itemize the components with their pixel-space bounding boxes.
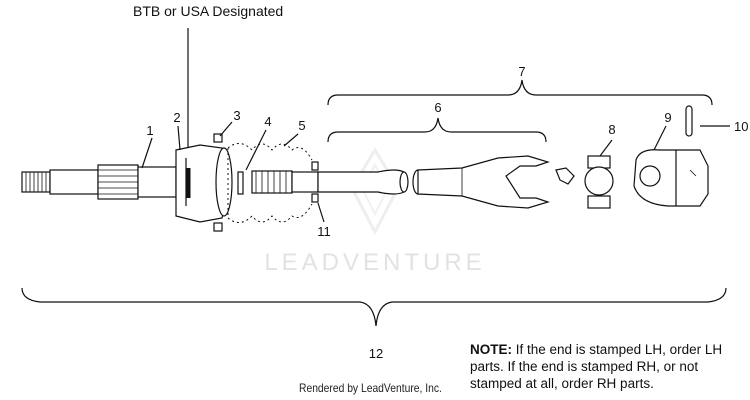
- bracket-7: [327, 79, 713, 106]
- callout-12: 12: [369, 346, 383, 361]
- callout-3: 3: [233, 108, 240, 123]
- part-yoke: [412, 155, 550, 209]
- callout-5: 5: [298, 118, 305, 133]
- part-8-u-joint-cross: [555, 155, 614, 209]
- part-9-flange-yoke: [633, 149, 709, 207]
- part-3-clamp: [213, 133, 223, 232]
- callout-1: 1: [146, 123, 153, 138]
- note-heading: NOTE:: [470, 342, 512, 357]
- part-11-pin: [311, 161, 325, 223]
- part-5-boot: [227, 143, 313, 223]
- callout-11: 11: [317, 224, 331, 239]
- bracket-12: [21, 287, 727, 327]
- callout-4: 4: [264, 114, 271, 129]
- callout-9: 9: [664, 110, 671, 125]
- note-box: NOTE: If the end is stamped LH, order LH…: [470, 341, 745, 392]
- callouts: 1 2 3 4 5 6 7 8 9 10 11 12: [146, 64, 748, 361]
- part-6-inner-shaft: [251, 169, 409, 195]
- diagram-title: BTB or USA Designated: [133, 3, 283, 19]
- part-10-roll-pin: [685, 105, 730, 137]
- footer-credit: Rendered by LeadVenture, Inc.: [299, 381, 442, 395]
- callout-8: 8: [608, 122, 615, 137]
- callout-6: 6: [434, 100, 441, 115]
- callout-10: 10: [734, 119, 748, 134]
- part-2-cv-housing: [175, 144, 233, 223]
- watermark-text: LEADVENTURE: [264, 249, 485, 276]
- callout-2: 2: [173, 110, 180, 125]
- callout-7: 7: [518, 64, 525, 79]
- bracket-6: [327, 117, 547, 143]
- leader-lines: [141, 121, 667, 171]
- note-text: If the end is stamped LH, order LH parts…: [470, 342, 723, 391]
- part-1-shaft: [21, 164, 177, 200]
- part-4-ring: [237, 171, 244, 195]
